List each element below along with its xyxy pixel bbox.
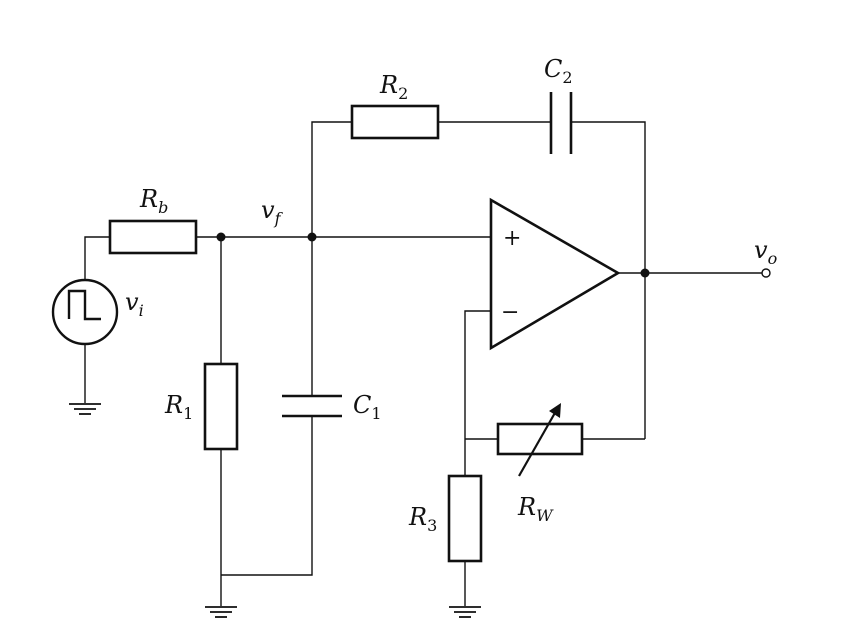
wire-source-to-rb bbox=[84, 236, 110, 286]
resistor-r2 bbox=[350, 104, 440, 140]
output-terminal bbox=[761, 268, 771, 278]
ground-icon-r3 bbox=[449, 606, 481, 618]
label-c1: C1 bbox=[353, 391, 382, 423]
label-rb: Rb bbox=[139, 185, 168, 217]
label-c2: C2 bbox=[544, 55, 573, 87]
opamp-plus-sign: + bbox=[503, 226, 521, 251]
op-amp bbox=[489, 197, 621, 351]
label-r2: R2 bbox=[379, 71, 408, 103]
resistor-rb bbox=[108, 219, 198, 255]
capacitor-c1 bbox=[282, 394, 342, 418]
opamp-minus-sign: − bbox=[501, 300, 519, 325]
variable-resistor-arrow bbox=[518, 403, 561, 477]
junction-node-a bbox=[216, 232, 226, 242]
label-vo: vo bbox=[754, 236, 777, 268]
resistor-r1 bbox=[203, 362, 239, 451]
label-rw: RW bbox=[517, 493, 554, 525]
ground-icon-source bbox=[69, 403, 101, 415]
ground-icon-r1 bbox=[205, 606, 237, 618]
resistor-r3 bbox=[447, 474, 483, 563]
junction-vf bbox=[307, 232, 317, 242]
label-r3: R3 bbox=[408, 503, 437, 535]
wire-minus-input bbox=[464, 310, 491, 476]
wire-c2-to-output bbox=[571, 121, 646, 439]
label-vf: vf bbox=[261, 196, 284, 228]
capacitor-c2 bbox=[549, 92, 573, 154]
wires bbox=[84, 121, 762, 606]
wire-c1-bottom bbox=[221, 416, 313, 576]
wire-vf-to-r2 bbox=[311, 121, 352, 237]
junction-output bbox=[640, 268, 650, 278]
label-r1: R1 bbox=[164, 391, 193, 423]
square-wave-source bbox=[51, 278, 119, 346]
label-vi: vi bbox=[125, 288, 144, 320]
